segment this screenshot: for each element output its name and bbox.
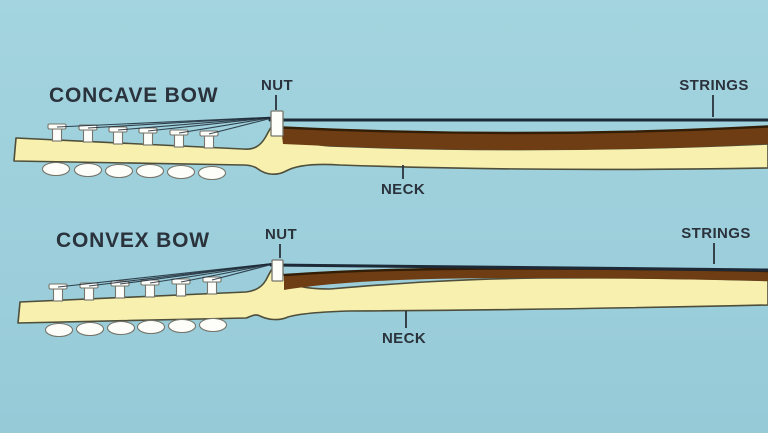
concave-bow-title: CONCAVE BOW — [49, 84, 219, 107]
convex-strings-label: STRINGS — [681, 225, 751, 242]
convex-tuner-buttons — [44, 317, 228, 338]
concave-fretboard-edge — [280, 125, 768, 135]
convex-nut — [271, 259, 284, 282]
concave-neck-label: NECK — [380, 181, 426, 198]
concave-strings-fan — [56, 116, 277, 135]
concave-nut — [270, 110, 284, 137]
convex-bow-illustration — [17, 243, 768, 338]
convex-fretboard — [284, 268, 768, 290]
concave-strings-label: STRINGS — [679, 77, 749, 94]
convex-nut-label: NUT — [264, 226, 298, 243]
convex-bow-title: CONVEX BOW — [56, 229, 210, 252]
concave-bow-illustration — [13, 95, 768, 181]
concave-tuner-buttons — [41, 161, 227, 181]
concave-nut-label: NUT — [260, 77, 294, 94]
convex-neck-label: NECK — [381, 330, 427, 347]
convex-strings-line — [269, 263, 768, 272]
convex-strings-fan — [57, 262, 278, 288]
